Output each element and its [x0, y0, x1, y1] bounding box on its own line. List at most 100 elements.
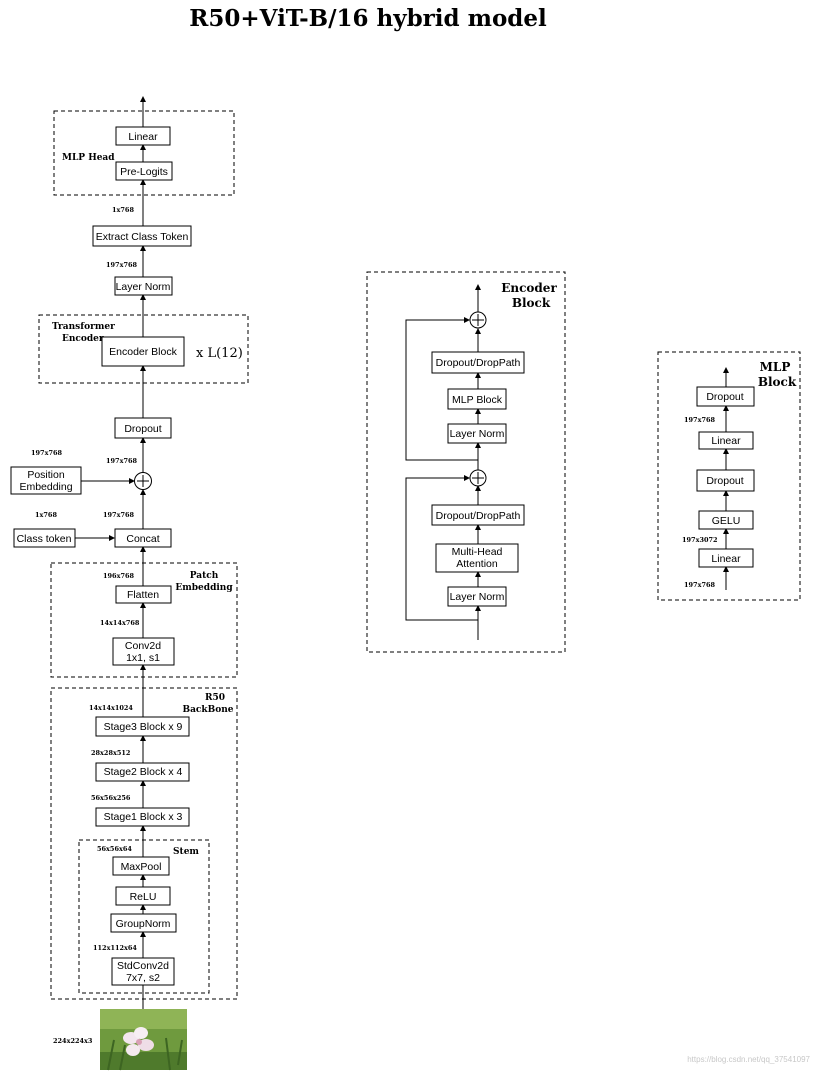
input-image — [100, 1009, 187, 1071]
stage3-label: Stage3 Block x 9 — [104, 721, 183, 733]
eb-layer-norm-bottom-label: Layer Norm — [450, 591, 505, 603]
dim-label: 197x768 — [106, 261, 137, 269]
group-mlp-head — [53, 110, 235, 196]
stem-label: Stem — [173, 847, 199, 857]
position-embedding-label-1: Position — [27, 469, 65, 481]
mb-dropout-top-box — [696, 386, 755, 407]
flatten-box — [115, 585, 172, 604]
dim-label: 197x768 — [684, 581, 715, 589]
position-embedding-box — [10, 466, 82, 495]
transformer-label-1: Transformer — [52, 322, 115, 332]
group-encoder-block — [366, 271, 566, 653]
eb-dropout-bottom-label: Dropout/DropPath — [436, 510, 521, 522]
mb-linear-top-label: Linear — [711, 435, 741, 447]
dim-label: 28x28x512 — [91, 749, 130, 757]
linear-box — [115, 126, 171, 146]
linear-label: Linear — [128, 131, 158, 143]
diagram-title: R50+ViT-B/16 hybrid model — [189, 5, 547, 32]
dim-label: 197x768 — [106, 457, 137, 465]
conv2d-label-1: Conv2d — [125, 640, 161, 652]
mb-gelu-box — [698, 510, 754, 530]
extract-class-token-box — [92, 225, 192, 247]
stdconv2d-label-2: 7x7, s2 — [126, 972, 160, 984]
mlp-block-title-1: MLP — [760, 360, 791, 374]
layer-norm-box — [114, 276, 173, 296]
maxpool-label: MaxPool — [121, 861, 162, 873]
mb-dropout-mid-box — [696, 469, 755, 492]
stage3-box — [95, 716, 190, 737]
r50-label-1: R50 — [205, 693, 225, 703]
dim-label: 197x768 — [31, 449, 62, 457]
dim-label: 14x14x1024 — [89, 704, 133, 712]
stdconv2d-label-1: StdConv2d — [117, 960, 169, 972]
eb-mha-label-2: Attention — [456, 558, 498, 570]
relu-box — [115, 886, 171, 906]
mlp-block-title-2: Block — [758, 375, 797, 389]
mb-dropout-top-label: Dropout — [706, 391, 743, 403]
encoder-block-box — [101, 336, 185, 367]
extract-class-token-label: Extract Class Token — [96, 231, 189, 243]
eb-mha-label-1: Multi-Head — [452, 546, 503, 558]
stage1-box — [95, 807, 190, 827]
groupnorm-box — [110, 913, 177, 933]
repeat-label: x L(12) — [196, 346, 243, 361]
flatten-label: Flatten — [127, 589, 159, 601]
eb-mha-box — [435, 543, 519, 573]
class-token-box — [13, 528, 76, 548]
mb-dropout-mid-label: Dropout — [706, 475, 743, 487]
group-stem — [78, 839, 210, 994]
stage2-box — [95, 762, 190, 782]
class-token-label: Class token — [17, 533, 72, 545]
patch-label-2: Embedding — [175, 583, 233, 593]
eb-mlp-block-box — [447, 388, 507, 410]
concat-label: Concat — [126, 533, 159, 545]
transformer-label-2: Encoder — [62, 334, 104, 344]
group-mlp-block — [657, 351, 801, 601]
stdconv2d-box — [111, 957, 175, 986]
relu-label: ReLU — [130, 891, 157, 903]
patch-label-1: Patch — [190, 571, 219, 581]
pre-logits-label: Pre-Logits — [120, 166, 168, 178]
encoder-block-label: Encoder Block — [109, 346, 177, 358]
encoder-block-title-2: Block — [512, 296, 551, 310]
eb-dropout-bottom-box — [431, 504, 525, 526]
group-patch-embedding — [50, 562, 238, 678]
mb-linear-top-box — [698, 431, 754, 450]
mb-gelu-label: GELU — [712, 515, 741, 527]
dropout-box — [114, 417, 172, 439]
eb-mlp-block-label: MLP Block — [452, 394, 503, 406]
dim-label: 224x224x3 — [53, 1037, 93, 1045]
dim-label: 56x56x256 — [91, 794, 131, 802]
pre-logits-box — [115, 161, 173, 181]
dim-label: 56x56x64 — [97, 845, 132, 853]
mb-linear-bottom-box — [698, 548, 754, 568]
watermark: https://blog.csdn.net/qq_37541097 — [687, 1055, 810, 1064]
mlp-head-label: MLP Head — [62, 153, 115, 163]
dim-label: 14x14x768 — [100, 619, 140, 627]
dropout-label: Dropout — [124, 423, 161, 435]
eb-dropout-top-box — [431, 351, 525, 374]
eb-layer-norm-bottom-box — [447, 586, 507, 607]
maxpool-box — [112, 856, 170, 876]
eb-layer-norm-top-label: Layer Norm — [450, 428, 505, 440]
dim-label: 197x768 — [103, 511, 134, 519]
stage1-label: Stage1 Block x 3 — [104, 811, 183, 823]
concat-box — [114, 528, 172, 548]
groupnorm-label: GroupNorm — [116, 918, 171, 930]
dim-label: 197x3072 — [682, 536, 718, 544]
eb-layer-norm-top-box — [447, 423, 507, 444]
conv2d-label-2: 1x1, s1 — [126, 652, 160, 664]
encoder-block-title-1: Encoder — [501, 281, 557, 295]
dim-label: 1x768 — [112, 206, 134, 214]
dim-label: 197x768 — [684, 416, 715, 424]
dim-label: 1x768 — [35, 511, 57, 519]
dim-label: 196x768 — [103, 572, 134, 580]
layer-norm-label: Layer Norm — [116, 281, 171, 293]
r50-label-2: BackBone — [182, 705, 233, 715]
conv2d-box — [112, 637, 175, 666]
dim-label: 112x112x64 — [93, 944, 137, 952]
mb-linear-bottom-label: Linear — [711, 553, 741, 565]
eb-dropout-top-label: Dropout/DropPath — [436, 357, 521, 369]
stage2-label: Stage2 Block x 4 — [104, 766, 183, 778]
